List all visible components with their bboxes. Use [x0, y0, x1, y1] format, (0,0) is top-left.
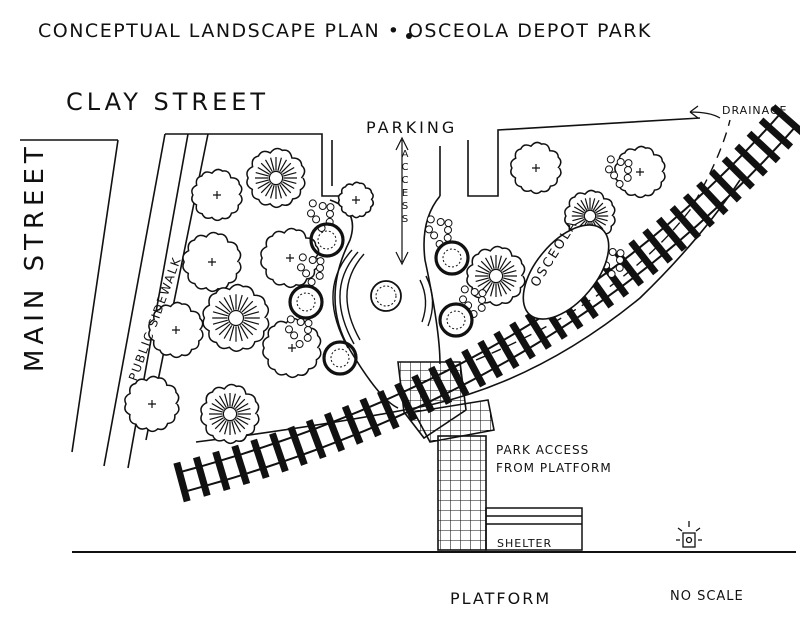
lamp-post-icon — [676, 521, 702, 548]
tree-canopy — [200, 383, 260, 445]
rail-tie — [444, 357, 470, 397]
planter-pot — [309, 222, 345, 258]
planter-pot — [438, 302, 474, 338]
curved-bench-west — [332, 249, 365, 349]
rail-tie — [682, 193, 715, 228]
park-access-line2: FROM PLATFORM — [496, 461, 612, 475]
osceola-sign-bed — [522, 224, 610, 320]
main-street-edge — [20, 139, 119, 453]
rail-tie — [193, 456, 211, 497]
tree-canopy — [337, 181, 375, 219]
rail-tie — [721, 156, 755, 190]
rail-tie — [287, 425, 308, 466]
tree-canopy — [124, 375, 180, 433]
rail-tie — [212, 450, 231, 491]
fountain — [370, 280, 402, 312]
planter-pot — [322, 340, 358, 376]
rail-tie — [734, 143, 768, 177]
clay-street-label: CLAY STREET — [66, 88, 270, 116]
planter-pot — [434, 240, 470, 276]
parking-label: PARKING — [366, 118, 458, 137]
rail-tie — [305, 419, 327, 459]
tree-canopy — [191, 168, 243, 222]
flowering-shrub — [459, 285, 487, 318]
rail-tie — [173, 461, 191, 503]
rail-tie — [656, 216, 688, 252]
tree-canopy — [182, 231, 242, 293]
flowering-shrub — [425, 215, 453, 248]
rail-tie — [770, 104, 800, 136]
park-access-line1: PARK ACCESS — [496, 443, 590, 457]
flowering-shrub — [297, 253, 325, 286]
rail-tie — [269, 432, 289, 473]
rail-tie — [394, 382, 418, 422]
tree-canopy — [148, 301, 204, 359]
tree-canopy — [246, 147, 306, 209]
curved-bench-east — [419, 275, 434, 327]
shelter-label: SHELTER — [497, 537, 553, 550]
tree-canopy — [466, 245, 526, 307]
rail-tie — [509, 321, 536, 360]
rail-tie — [428, 365, 453, 405]
no-scale-label: NO SCALE — [670, 589, 744, 604]
flowering-shrub — [605, 155, 633, 188]
park-access-label: PARK ACCESS FROM PLATFORM — [496, 441, 612, 477]
rail-tie — [599, 261, 630, 298]
platform-label: PLATFORM — [450, 589, 552, 608]
rail-tie — [359, 397, 382, 438]
drainage-arrow — [689, 105, 721, 119]
title-bullet — [406, 33, 412, 39]
rail-tie — [377, 390, 400, 430]
flowering-shrub — [285, 315, 313, 348]
drainage-label: DRAINAGE — [722, 104, 788, 117]
rail-tie — [231, 444, 251, 485]
rail-tie — [477, 339, 503, 379]
planter-pot — [288, 284, 324, 320]
rail-tie — [341, 405, 364, 445]
rail-tie — [250, 438, 270, 479]
planter-pots — [288, 222, 474, 376]
rail-tie — [709, 168, 742, 203]
rail-tie — [461, 348, 487, 388]
tree-canopy — [510, 141, 562, 195]
main-street-label: MAIN STREET — [20, 142, 50, 372]
rail-tie — [411, 374, 435, 414]
plaza-walkway — [329, 195, 441, 409]
tree-canopy — [614, 145, 666, 199]
rail-tie — [669, 205, 702, 240]
tree-canopy — [202, 283, 270, 352]
access-arrow — [395, 136, 409, 266]
rail-tie — [628, 239, 659, 276]
shelter — [485, 507, 583, 551]
rail-tie — [746, 130, 781, 164]
plan-title: CONCEPTUAL LANDSCAPE PLAN • OSCEOLA DEPO… — [38, 20, 652, 42]
rail-tie — [696, 181, 729, 216]
rail-tie — [324, 412, 345, 452]
drainage-line — [475, 119, 731, 361]
rail-tie — [493, 330, 520, 369]
rail-tie — [524, 312, 552, 350]
rail-tie — [642, 228, 673, 264]
rail-tie — [758, 117, 794, 150]
